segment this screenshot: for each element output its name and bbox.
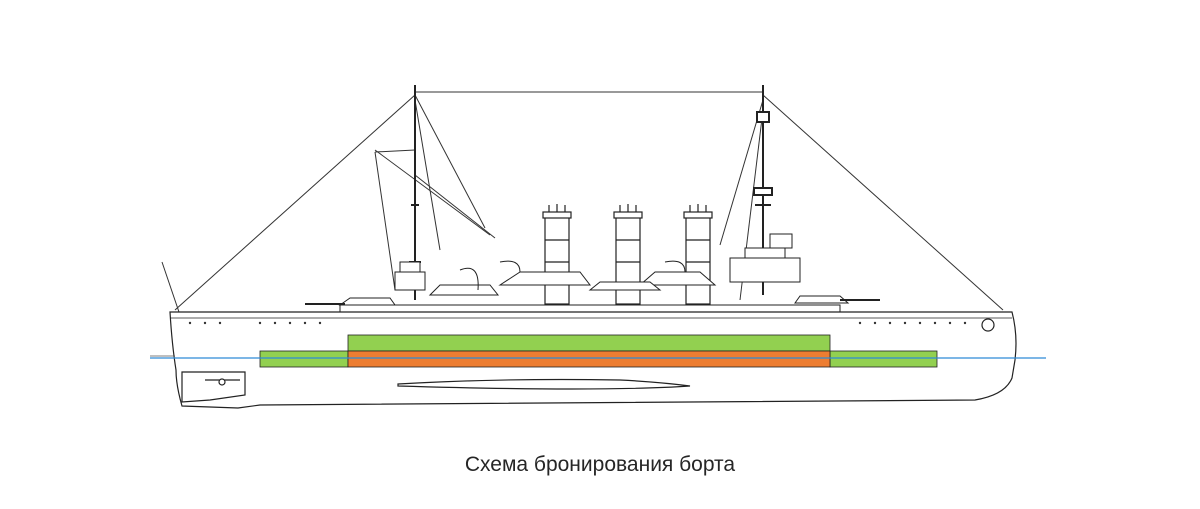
superstructure: [305, 233, 880, 318]
rigging: [161, 91, 1004, 316]
upper-belt-central: [347, 334, 831, 352]
funnel-fore: [542, 204, 572, 305]
funnel-aft: [683, 204, 713, 305]
main-belt-central: [347, 350, 831, 368]
upper-belt-forward: [829, 350, 938, 368]
upper-belt-aft: [259, 350, 349, 368]
armor-belts: [259, 334, 938, 368]
portholes: [188, 321, 967, 325]
funnels: [542, 204, 713, 305]
diagram-caption: Схема бронирования борта: [464, 453, 736, 476]
